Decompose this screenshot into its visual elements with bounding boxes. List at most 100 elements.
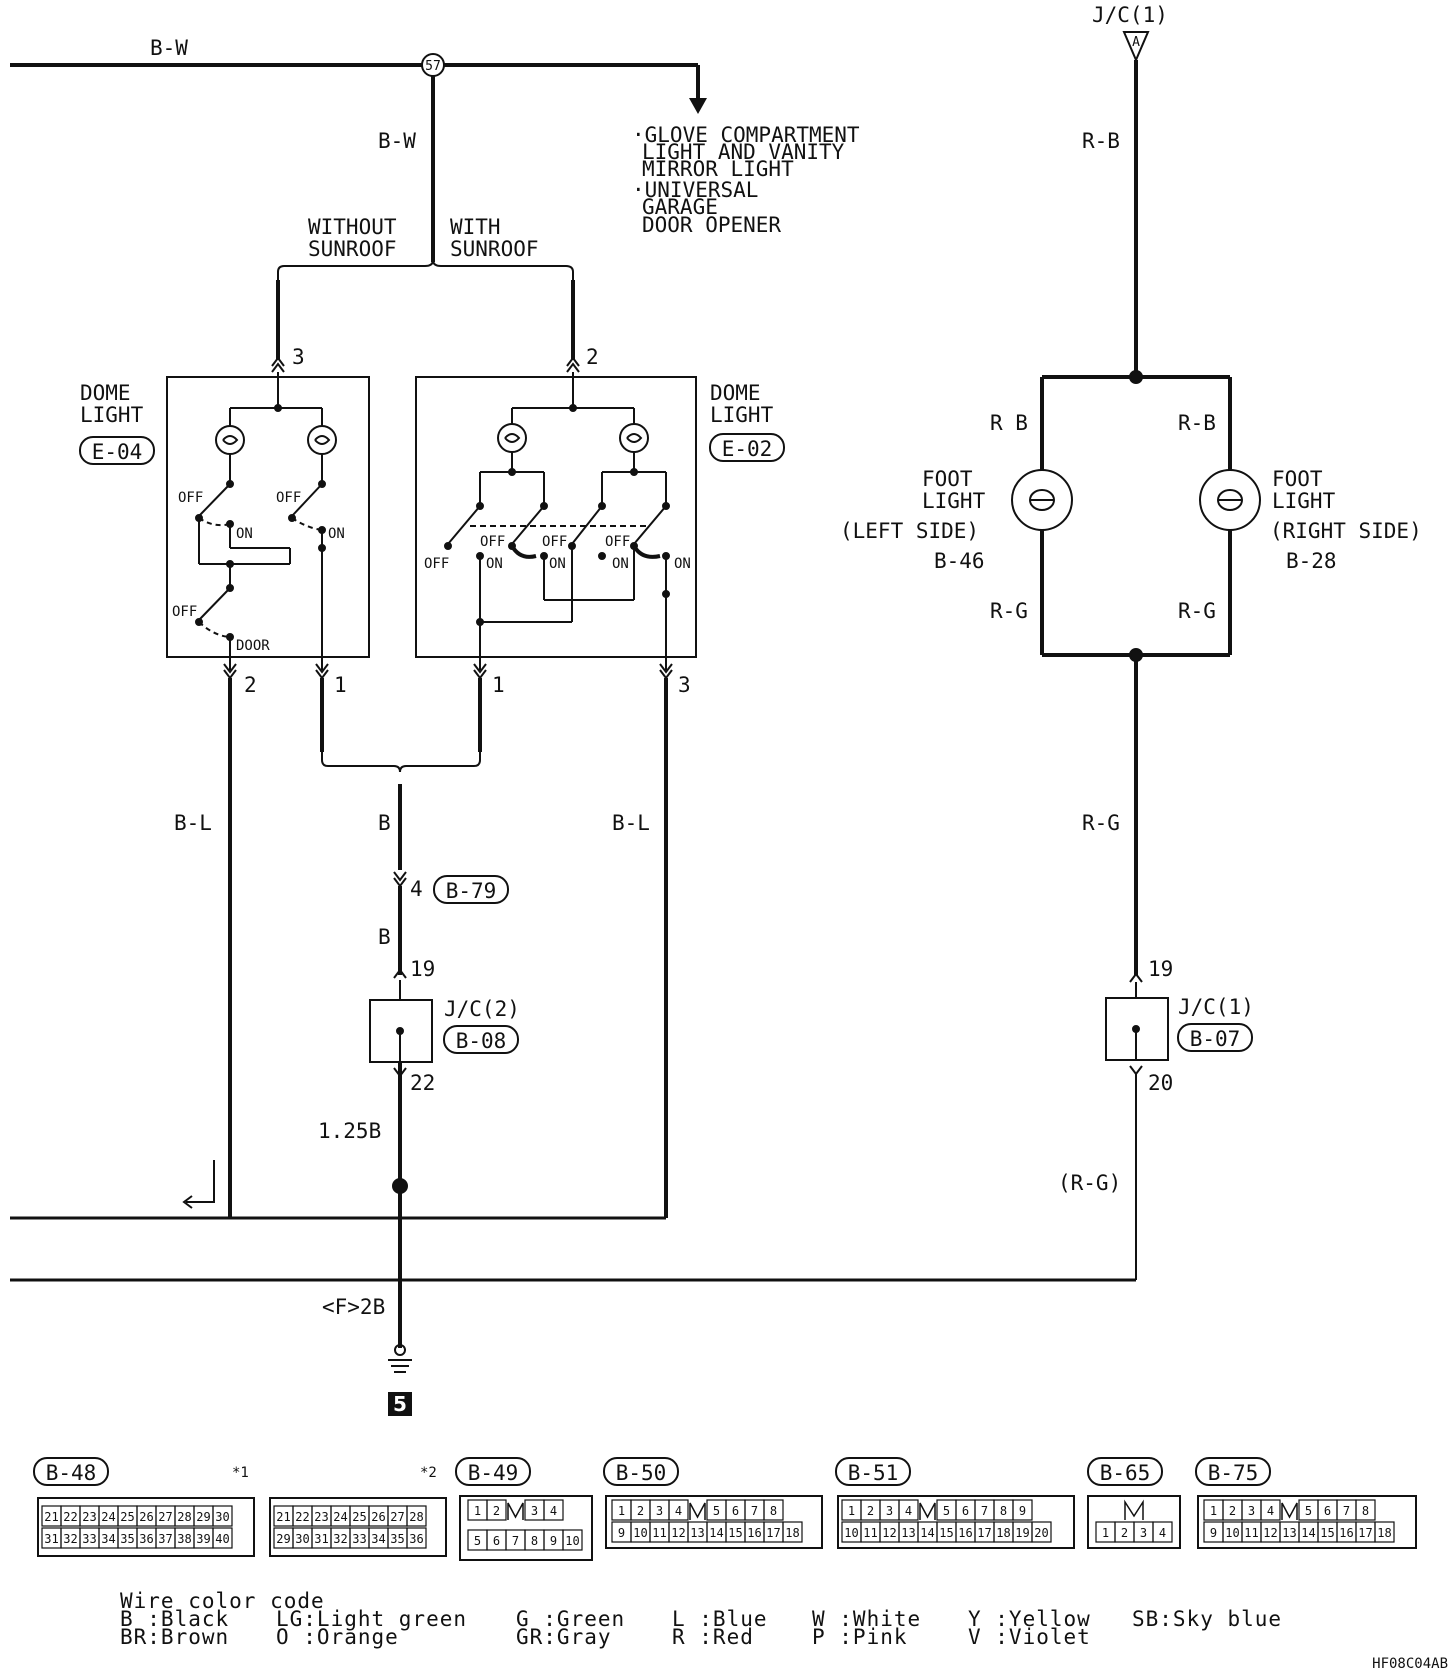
- pin-number: 15: [939, 1526, 953, 1540]
- pin-number: 5: [943, 1504, 950, 1518]
- pin-cell: [782, 1521, 803, 1543]
- foot-right-bottom-wire: R-G: [1178, 599, 1216, 623]
- pin-cell: [543, 1499, 564, 1521]
- connector-b49-id: B-49: [468, 1461, 519, 1485]
- pin-number: 7: [751, 1504, 758, 1518]
- pin-cell: [212, 1527, 233, 1549]
- legend-item: V :Violet: [968, 1625, 1091, 1649]
- pin-number: 7: [981, 1504, 988, 1518]
- dome-light-e02: [415, 280, 697, 670]
- pin-number: 12: [882, 1526, 896, 1540]
- b79-id: B-79: [446, 879, 497, 903]
- switch-off-label: OFF: [276, 490, 301, 506]
- branch-right-line: SUNROOF: [450, 237, 539, 261]
- pin-number: 37: [158, 1532, 172, 1546]
- wire-b-upper: B: [378, 811, 391, 835]
- pin-number: 35: [390, 1532, 404, 1546]
- sunroof-brace: [277, 259, 574, 280]
- pin-number: 25: [352, 1510, 366, 1524]
- pin-number: 21: [44, 1510, 58, 1524]
- pin-number: 18: [996, 1526, 1010, 1540]
- pin-number: 9: [1019, 1504, 1026, 1518]
- pin-number: 18: [785, 1526, 799, 1540]
- foot-right-id: B-28: [1286, 549, 1337, 573]
- legend-item: Y :Yellow: [968, 1607, 1091, 1631]
- legend-item: P :Pink: [812, 1625, 908, 1649]
- jc2-pin-out: 22: [410, 1071, 435, 1095]
- pin-number: 30: [215, 1510, 229, 1524]
- dome-left-pin-2: 2: [244, 673, 257, 697]
- pin-cell: [406, 1505, 427, 1527]
- pin-number: 28: [177, 1510, 191, 1524]
- legend-item: O :Orange: [276, 1625, 399, 1649]
- pin-number: 8: [531, 1534, 538, 1548]
- pin-number: 11: [863, 1526, 877, 1540]
- jc1-pin-out: 20: [1148, 1071, 1173, 1095]
- key-notch: [1281, 1502, 1298, 1520]
- pin-number: 31: [44, 1532, 58, 1546]
- jc1-connector: B-07: [1177, 1023, 1253, 1052]
- pin-number: 26: [371, 1510, 385, 1524]
- note-line: LIGHT AND VANITY: [642, 140, 845, 164]
- legend-item: SB:Sky blue: [1132, 1607, 1282, 1631]
- pin-number: 5: [713, 1504, 720, 1518]
- switch-off-label: OFF: [542, 534, 567, 550]
- switch-on-label: ON: [328, 526, 345, 542]
- switch-on-label: ON: [549, 556, 566, 572]
- connector-b48-id: B-48: [46, 1461, 97, 1485]
- switch-on-label: ON: [236, 526, 253, 542]
- legend-item: LG:Light green: [276, 1607, 467, 1631]
- dome-left-title: LIGHT: [80, 403, 144, 427]
- pin-number: 4: [1267, 1504, 1274, 1518]
- pin-number: 11: [652, 1526, 666, 1540]
- key-notch: [507, 1502, 524, 1520]
- pin-number: 24: [333, 1510, 347, 1524]
- pin-number: 1: [474, 1504, 481, 1518]
- ground-wire-label: <F>2B: [322, 1295, 385, 1319]
- legend-item: G :Green: [516, 1607, 625, 1631]
- switch-off-label: OFF: [172, 604, 197, 620]
- switch-off-label: OFF: [605, 534, 630, 550]
- pin-number: 1: [618, 1504, 625, 1518]
- legend-title: Wire color code: [120, 1589, 325, 1613]
- dome-right-pin-3: 3: [678, 673, 691, 697]
- pin-cell: [668, 1499, 689, 1521]
- pin-cell: [898, 1499, 919, 1521]
- pin-number: 8: [1362, 1504, 1369, 1518]
- pin-number: 25: [120, 1510, 134, 1524]
- switch-off-label: OFF: [424, 556, 449, 572]
- dome-left-pin-in: 3: [292, 345, 305, 369]
- key-notch: [1124, 1499, 1144, 1520]
- pin-number: 9: [1210, 1526, 1217, 1540]
- foot-left-title: LIGHT: [922, 489, 986, 513]
- pin-number: 40: [215, 1532, 229, 1546]
- pin-number: 15: [1320, 1526, 1334, 1540]
- jc1-top-tag: A: [1132, 35, 1140, 50]
- pin-number: 2: [1229, 1504, 1236, 1518]
- dome-right-pin-in: 2: [586, 345, 599, 369]
- connector-b79: B-79: [433, 875, 509, 904]
- pin-number: 9: [618, 1526, 625, 1540]
- jc1-id: B-07: [1190, 1027, 1241, 1051]
- pin-number: 13: [901, 1526, 915, 1540]
- pin-number: 12: [1263, 1526, 1277, 1540]
- foot-left-id: B-46: [934, 549, 985, 573]
- wire-bl-right: B-L: [612, 811, 650, 835]
- pin-number: 36: [139, 1532, 153, 1546]
- foot-left-bottom-wire: R-G: [990, 599, 1028, 623]
- pin-number: 9: [550, 1534, 557, 1548]
- legend-item: BR:Brown: [120, 1625, 229, 1649]
- foot-left-title: FOOT: [922, 467, 973, 491]
- dome-right-connector-id: E-02: [722, 437, 773, 461]
- foot-left-side: (LEFT SIDE): [840, 519, 979, 543]
- pin-number: 23: [314, 1510, 328, 1524]
- switch-on-label: ON: [612, 556, 629, 572]
- pin-number: 1: [848, 1504, 855, 1518]
- pin-number: 8: [1000, 1504, 1007, 1518]
- ground-number: 5: [393, 1392, 407, 1416]
- pin-number: 3: [1140, 1526, 1147, 1540]
